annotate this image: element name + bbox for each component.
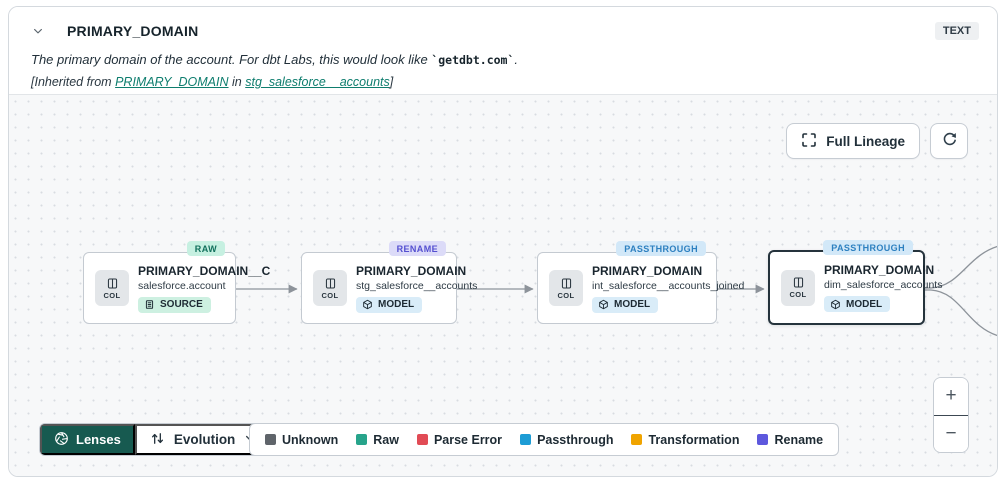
node-column-name: PRIMARY_DOMAIN [356, 263, 467, 278]
legend-swatch [757, 434, 769, 445]
column-chip: COL [95, 270, 129, 306]
resource-type-badge: MODEL [824, 296, 891, 312]
resource-type-badge: MODEL [356, 296, 423, 313]
legend-item: Unknown [265, 433, 338, 447]
zoom-control: + − [933, 377, 969, 453]
evolution-legend: Unknown Raw Parse Error Passthrough Tran… [249, 423, 840, 456]
zoom-out-button[interactable]: − [934, 415, 968, 452]
swap-vertical-icon [150, 431, 165, 449]
column-description: The primary domain of the account. For d… [31, 52, 519, 67]
column-chip: COL [549, 270, 583, 306]
legend-item: Parse Error [416, 433, 502, 447]
collapse-chevron-icon[interactable] [29, 22, 47, 40]
legend-swatch [416, 434, 428, 445]
column-header: PRIMARY_DOMAIN TEXT The primary domain o… [9, 7, 997, 94]
columns-icon [793, 277, 803, 288]
full-lineage-label: Full Lineage [826, 133, 905, 149]
model-icon [599, 299, 608, 310]
zoom-in-button[interactable]: + [934, 378, 968, 416]
full-lineage-button[interactable]: Full Lineage [786, 123, 920, 159]
column-lineage-panel: PRIMARY_DOMAIN TEXT The primary domain o… [8, 6, 998, 477]
column-chip: COL [313, 270, 347, 306]
columns-icon [561, 278, 571, 288]
inline-code: `getdbt.com` [431, 53, 515, 67]
evolution-tag: RAW [186, 241, 225, 256]
node-column-name: PRIMARY_DOMAIN [824, 263, 935, 277]
columns-icon [107, 278, 117, 288]
node-column-name: PRIMARY_DOMAIN__C [138, 263, 271, 278]
evolution-tag: RENAME [388, 241, 446, 256]
column-chip: COL [781, 269, 815, 306]
aperture-icon [54, 431, 69, 449]
source-icon [145, 300, 154, 309]
model-icon [363, 299, 372, 310]
evolution-tag: PASSTHROUGH [616, 241, 706, 256]
inherited-model-link[interactable]: stg_salesforce__accounts [245, 75, 390, 89]
lineage-node-dim-selected[interactable]: PASSTHROUGH COL PRIMARY_DOMAIN dim_sales… [768, 240, 942, 325]
lenses-control: Lenses Evolution [39, 423, 273, 456]
inherited-from-line: [Inherited from PRIMARY_DOMAIN in stg_sa… [31, 75, 394, 89]
node-model-name: dim_salesforce_accounts [824, 279, 943, 291]
legend-swatch [356, 434, 368, 445]
model-icon [831, 299, 840, 309]
legend-item: Rename [757, 433, 823, 447]
refresh-button[interactable] [930, 123, 968, 159]
legend-item: Transformation [631, 433, 739, 447]
legend-swatch [520, 434, 532, 445]
column-type-badge: TEXT [934, 22, 979, 40]
lineage-node-stg[interactable]: RENAME COL PRIMARY_DOMAIN stg_salesforce… [301, 241, 477, 324]
inherited-column-link[interactable]: PRIMARY_DOMAIN [115, 75, 229, 89]
resource-type-badge: MODEL [592, 296, 659, 313]
node-column-name: PRIMARY_DOMAIN [592, 263, 703, 278]
node-model-name: salesforce.account [138, 279, 226, 292]
refresh-icon [941, 131, 958, 151]
expand-icon [801, 132, 817, 151]
canvas-toolbar: Full Lineage [786, 123, 968, 159]
evolution-tag: PASSTHROUGH [823, 240, 913, 255]
legend-item: Passthrough [520, 433, 613, 447]
node-model-name: stg_salesforce__accounts [356, 279, 478, 292]
column-title: PRIMARY_DOMAIN [67, 23, 199, 39]
legend-item: Raw [356, 433, 399, 447]
lenses-label: Lenses [76, 432, 121, 447]
node-model-name: int_salesforce__accounts_joined [592, 279, 745, 292]
columns-icon [325, 278, 335, 288]
selected-lens-label: Evolution [173, 432, 236, 447]
resource-type-badge: SOURCE [138, 296, 211, 313]
lens-selector-dropdown[interactable]: Evolution [134, 424, 272, 455]
legend-swatch [265, 434, 276, 445]
lenses-button[interactable]: Lenses [40, 424, 135, 455]
lineage-canvas[interactable]: Full Lineage RAW COL PRIMARY_DOMAIN__C [9, 94, 997, 476]
lineage-node-source[interactable]: RAW COL PRIMARY_DOMAIN__C salesforce.acc… [83, 241, 270, 324]
lineage-node-int[interactable]: PASSTHROUGH COL PRIMARY_DOMAIN int_sales… [537, 241, 744, 324]
legend-swatch [631, 434, 643, 445]
